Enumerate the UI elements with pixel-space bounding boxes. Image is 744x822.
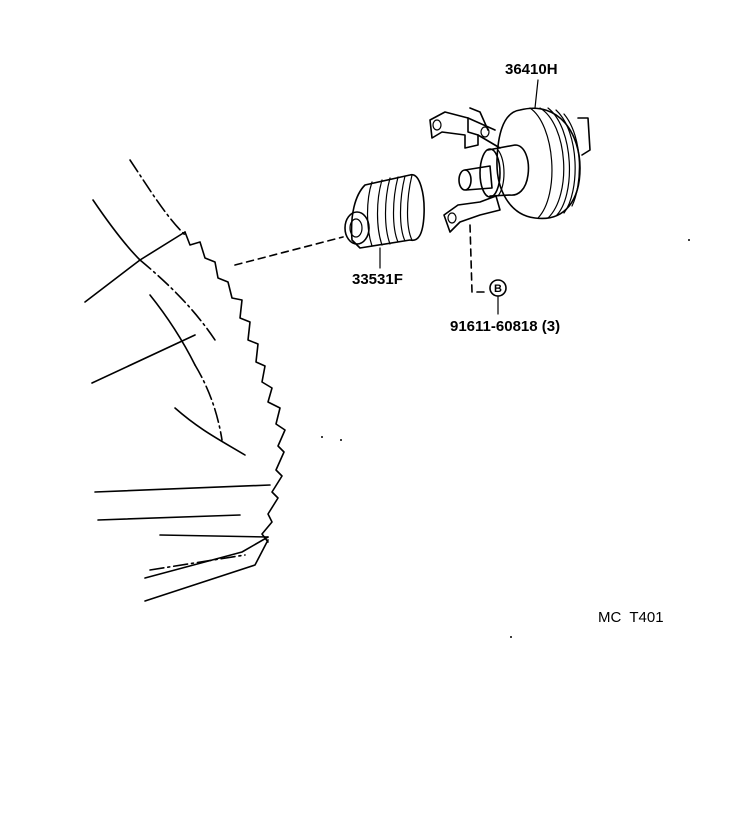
booster-part-number: 36410H: [505, 61, 558, 78]
callout-circle: [489, 279, 507, 297]
brake-booster-part: [429, 107, 591, 293]
scan-speck: [688, 239, 690, 241]
boot-part: [234, 174, 425, 266]
scan-speck: [321, 436, 323, 438]
scan-speck: [510, 636, 512, 638]
figure-code: MC T401: [598, 609, 664, 626]
nut-part-number: 91611-60818 (3): [450, 318, 560, 335]
scan-speck: [340, 439, 342, 441]
dash-panel-illustration: [84, 159, 286, 602]
booster-leader-line: [534, 79, 539, 109]
callout-letter: B: [494, 283, 502, 295]
boot-part-number: 33531F: [352, 271, 403, 288]
